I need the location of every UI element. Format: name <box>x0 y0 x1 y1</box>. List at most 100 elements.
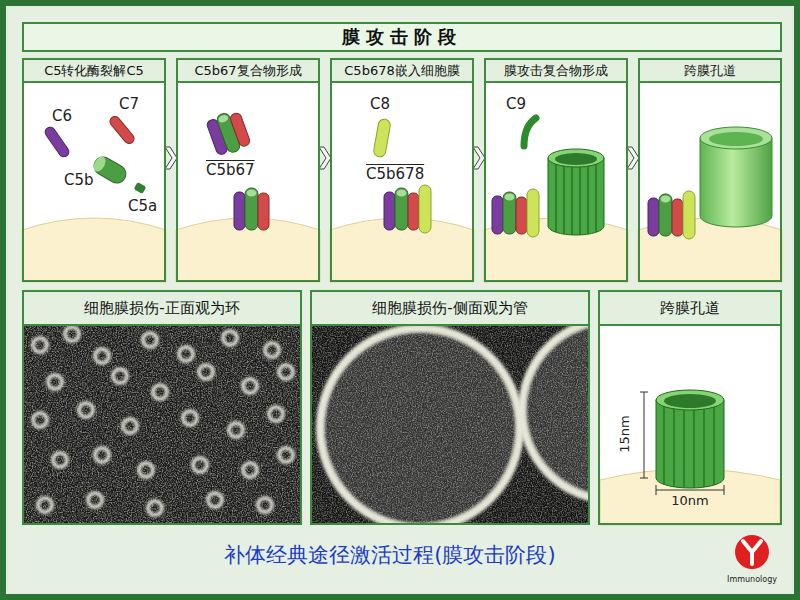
illustration-part <box>656 485 657 495</box>
illustration-part <box>91 154 129 187</box>
illustration-part <box>176 58 320 282</box>
illustration-part <box>199 365 213 379</box>
illustration-part <box>258 498 272 512</box>
illustration-part <box>548 158 604 235</box>
illustration-part <box>134 182 147 194</box>
illustration-part <box>22 290 302 525</box>
illustration-part <box>265 343 279 357</box>
panel-heading: C5转化酶裂解C5 <box>24 60 164 83</box>
illustration-part <box>563 166 564 234</box>
panel-box: C5b67复合物形成 C5b67 <box>176 58 320 282</box>
illustration-part <box>713 407 714 485</box>
illustration-part <box>139 463 153 477</box>
caption-text: 补体经典途径激活过程(膜攻击阶段) <box>224 541 555 569</box>
illustration-part <box>33 327 293 515</box>
illustration-part <box>683 410 684 488</box>
panel-box: 膜攻击复合物形成 C9 <box>484 58 628 282</box>
panel-box: 细胞膜损伤-正面观为环 <box>22 290 302 525</box>
illustration-part <box>24 324 300 523</box>
title-text: 膜攻击阶段 <box>342 25 462 49</box>
illustration-part <box>312 324 588 523</box>
illustration-part <box>22 58 166 282</box>
illustration-part <box>179 347 193 361</box>
illustration-part <box>79 403 93 417</box>
illustration-part <box>743 541 761 564</box>
illustration-part <box>312 324 588 523</box>
dimension-lines <box>640 392 724 495</box>
c5b678-scene <box>330 58 474 282</box>
caption-box: 补体经典途径激活过程(膜攻击阶段) <box>60 539 720 571</box>
part-label: C7 <box>119 96 139 113</box>
pore-scene <box>638 58 782 282</box>
illustration-part <box>693 410 694 488</box>
illustration-part <box>91 154 129 187</box>
panel-title: 膜攻击复合物形成 <box>504 62 608 80</box>
title-bar: 膜攻击阶段 <box>22 22 782 52</box>
illustration-part <box>598 290 782 525</box>
panel-heading: C5b678嵌入细胞膜 <box>332 60 472 83</box>
illustration-part <box>524 118 536 146</box>
em-photo-rings <box>22 290 302 525</box>
illustration-part <box>243 463 257 477</box>
illustration-part <box>229 112 251 148</box>
part-label: C6 <box>52 108 72 125</box>
part-label: Immunology <box>727 576 777 585</box>
illustration-part <box>484 58 628 282</box>
illustration-part <box>279 448 293 462</box>
illustration-part <box>724 485 725 495</box>
panel-box: 细胞膜损伤-侧面观为管 <box>310 290 590 525</box>
panel-title: 跨膜孔道 <box>684 62 736 80</box>
illustration-part <box>243 379 257 393</box>
illustration-part <box>310 290 590 525</box>
illustration-part <box>88 493 102 507</box>
panel-heading: 跨膜孔道 <box>640 60 780 83</box>
illustration-part <box>587 166 588 234</box>
illustration-part <box>143 333 157 347</box>
illustration-part <box>640 478 648 479</box>
panel-title: C5b67复合物形成 <box>194 62 301 80</box>
illustration-part <box>208 493 222 507</box>
illustration-part <box>656 490 724 491</box>
panel-title: 细胞膜损伤-侧面观为管 <box>372 299 527 318</box>
illustration-part <box>492 189 539 237</box>
panel-heading: 膜攻击复合物形成 <box>486 60 626 83</box>
logo <box>735 535 769 569</box>
illustration-part <box>91 155 108 174</box>
panel-box: C5转化酶裂解C5C6C7C5bC5a <box>22 58 166 282</box>
illustration-part <box>703 409 704 487</box>
illustration-part <box>700 138 772 227</box>
panel-box: 跨膜孔道 <box>638 58 782 282</box>
illustration-part <box>595 164 596 232</box>
illustration-part <box>95 349 109 363</box>
part-label: C5b <box>64 172 94 189</box>
part-label: C5b67 <box>206 162 255 179</box>
illustration-part <box>108 115 136 146</box>
illustration-part <box>663 407 664 485</box>
illustration-part <box>579 167 580 235</box>
illustration-part <box>123 419 137 433</box>
panel-title: 跨膜孔道 <box>660 299 720 318</box>
part-label: 10nm <box>671 494 708 508</box>
illustration-part <box>148 501 162 515</box>
illustration-part <box>33 413 47 427</box>
illustration-part <box>735 535 769 569</box>
panel-box: 跨膜孔道 15nm 10nm <box>598 290 782 525</box>
illustration-part <box>555 153 597 165</box>
illustration-part <box>279 365 293 379</box>
part-label: C9 <box>506 96 526 113</box>
illustration-part <box>709 132 763 146</box>
illustration-part <box>640 392 648 393</box>
panel-title: C5b678嵌入细胞膜 <box>344 62 459 80</box>
c5b67-scene <box>176 58 320 282</box>
illustration-part <box>95 448 109 462</box>
panel-box: C5b678嵌入细胞膜C8C5b678 <box>330 58 474 282</box>
illustration-part <box>656 390 724 410</box>
part-label: 15nm <box>618 415 632 452</box>
illustration-part <box>38 498 52 512</box>
illustration-part <box>53 453 67 467</box>
panel-heading: C5b67复合物形成 <box>178 60 318 83</box>
illustration-part <box>571 167 572 235</box>
panel-title: 细胞膜损伤-正面观为环 <box>84 299 239 318</box>
